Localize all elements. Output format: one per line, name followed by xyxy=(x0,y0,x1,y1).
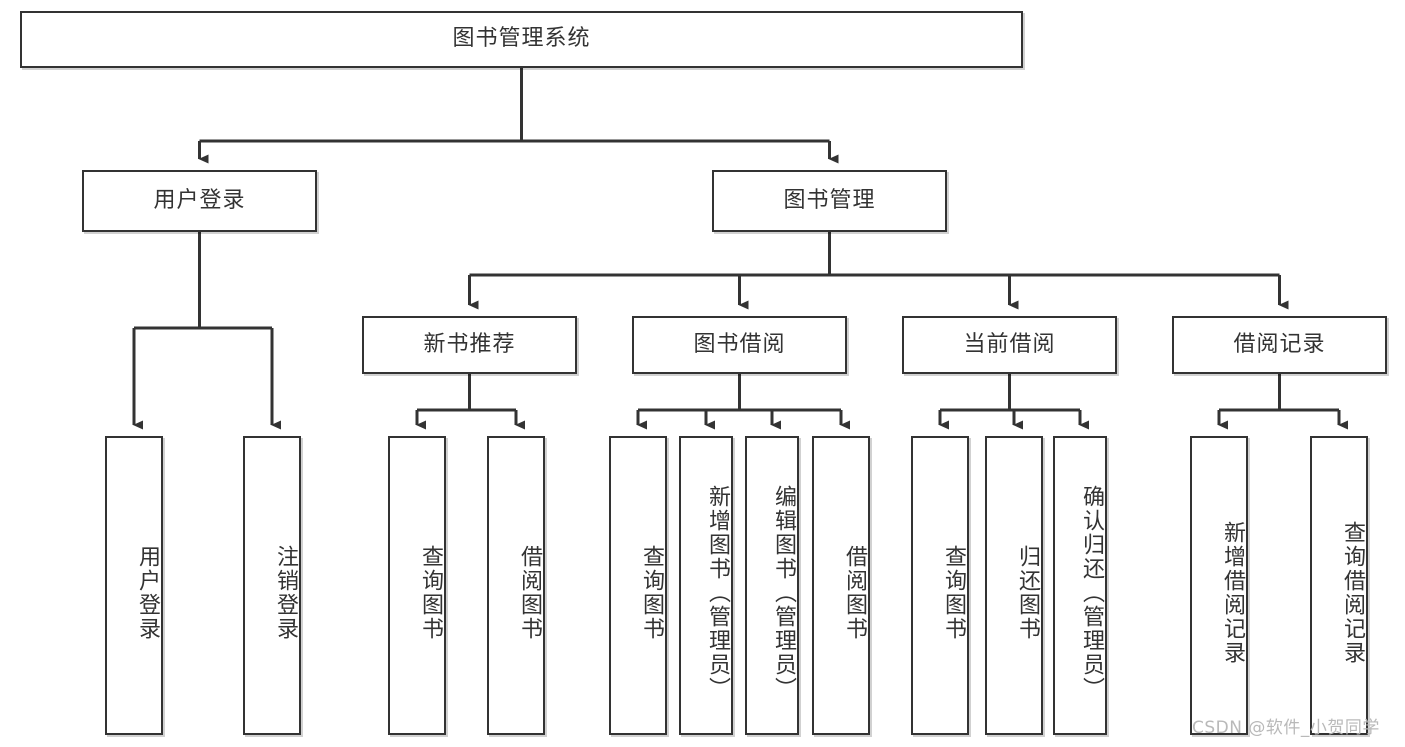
leaf-query-borrow-record[interactable]: 查询借阅记录 xyxy=(1310,436,1368,735)
node-root[interactable]: 图书管理系统 xyxy=(20,11,1023,68)
leaf-label: 借阅图书 xyxy=(842,544,867,641)
leaf-query-book-current[interactable]: 查询图书 xyxy=(911,436,969,735)
node-user-login[interactable]: 用户登录 xyxy=(82,170,317,232)
leaf-add-borrow-record[interactable]: 新增借阅记录 xyxy=(1190,436,1248,735)
leaf-label: 查询图书 xyxy=(418,544,443,641)
leaf-query-book-recommend[interactable]: 查询图书 xyxy=(388,436,446,735)
node-current-borrow[interactable]: 当前借阅 xyxy=(902,316,1117,374)
leaf-query-book-borrow[interactable]: 查询图书 xyxy=(609,436,667,735)
leaf-label: 查询图书 xyxy=(941,544,966,641)
leaf-label: 归还图书 xyxy=(1015,544,1040,641)
leaf-label: 新增借阅记录 xyxy=(1220,520,1245,665)
leaf-label: 查询借阅记录 xyxy=(1340,520,1365,665)
leaf-label: 借阅图书 xyxy=(517,544,542,641)
leaf-return-book[interactable]: 归还图书 xyxy=(985,436,1043,735)
leaf-label: 用户登录 xyxy=(135,544,160,641)
leaf-user-login[interactable]: 用户登录 xyxy=(105,436,163,735)
leaf-borrow-book-recommend[interactable]: 借阅图书 xyxy=(487,436,545,735)
node-book-borrow[interactable]: 图书借阅 xyxy=(632,316,847,374)
leaf-label: 注销登录 xyxy=(273,544,298,641)
node-new-book-recommend[interactable]: 新书推荐 xyxy=(362,316,577,374)
leaf-edit-book-admin[interactable]: 编辑图书（管理员） xyxy=(745,436,799,735)
leaf-confirm-return-admin[interactable]: 确认归还（管理员） xyxy=(1053,436,1107,735)
leaf-logout-login[interactable]: 注销登录 xyxy=(243,436,301,735)
leaf-label: 确认归还（管理员） xyxy=(1079,484,1104,701)
leaf-add-book-admin[interactable]: 新增图书（管理员） xyxy=(679,436,733,735)
node-borrow-record[interactable]: 借阅记录 xyxy=(1172,316,1387,374)
leaf-label: 编辑图书（管理员） xyxy=(771,484,796,701)
leaf-borrow-book[interactable]: 借阅图书 xyxy=(812,436,870,735)
leaf-label: 新增图书（管理员） xyxy=(705,484,730,701)
leaf-label: 查询图书 xyxy=(639,544,664,641)
node-book-management[interactable]: 图书管理 xyxy=(712,170,947,232)
